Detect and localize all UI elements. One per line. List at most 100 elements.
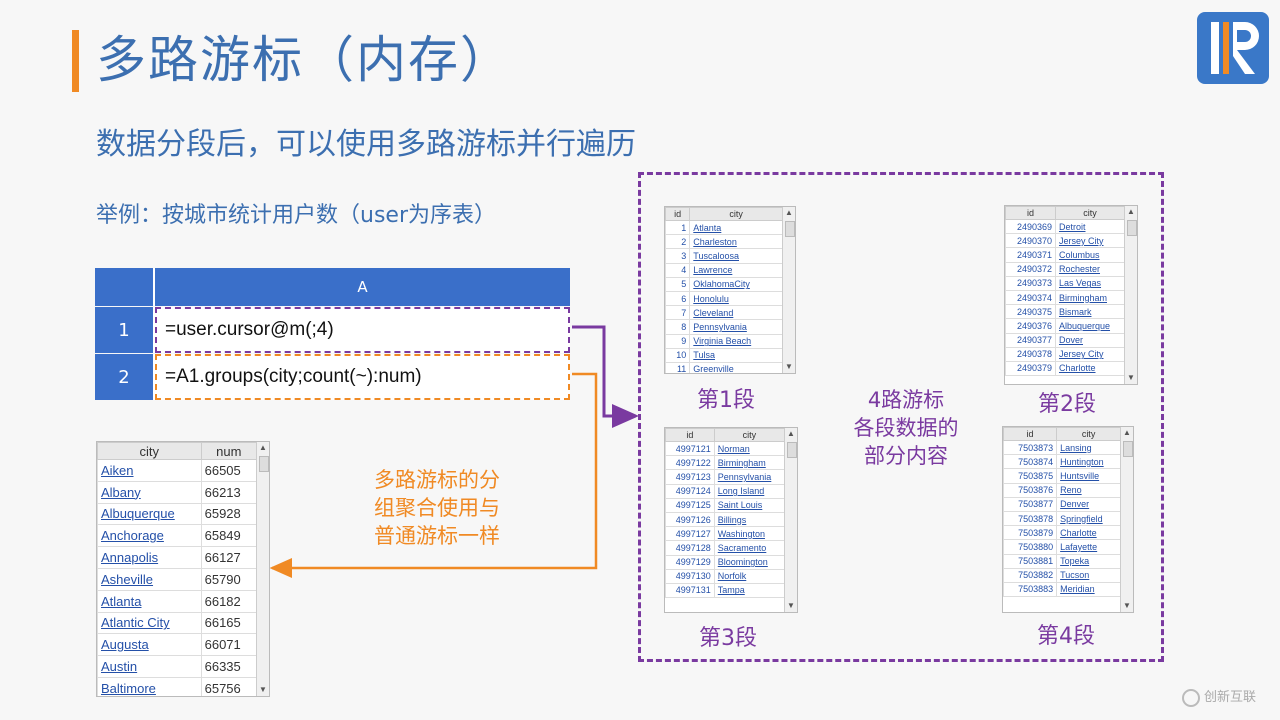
city-link[interactable]: Jersey City — [1054, 233, 1125, 249]
city-link[interactable]: Dover — [1054, 332, 1125, 348]
city-link[interactable]: Albuquerque — [97, 502, 202, 526]
city-link[interactable]: Aiken — [97, 459, 202, 482]
scrollbar[interactable]: ▲▼ — [1120, 427, 1133, 612]
city-link[interactable]: Huntington — [1056, 454, 1121, 470]
column-header[interactable]: city — [1054, 206, 1125, 220]
city-link[interactable]: Atlantic City — [97, 611, 202, 635]
city-link[interactable]: Billings — [713, 511, 785, 528]
city-link[interactable]: Baltimore — [97, 676, 202, 696]
scroll-up-icon[interactable]: ▲ — [259, 443, 267, 452]
column-header[interactable]: id — [665, 207, 691, 221]
city-link[interactable]: Rochester — [1054, 261, 1125, 277]
city-link[interactable]: Charlotte — [1056, 525, 1121, 541]
column-header[interactable]: id — [665, 428, 715, 442]
city-link[interactable]: Anchorage — [97, 524, 202, 548]
scrollbar[interactable]: ▲▼ — [1124, 206, 1137, 384]
scroll-up-icon[interactable]: ▲ — [785, 208, 793, 217]
city-link[interactable]: Jersey City — [1054, 346, 1125, 362]
city-link[interactable]: Augusta — [97, 633, 202, 657]
city-link[interactable]: Asheville — [97, 567, 202, 591]
city-link[interactable]: Albuquerque — [1054, 318, 1125, 334]
city-link[interactable]: Pennsylvania — [689, 319, 783, 335]
city-link[interactable]: Pennsylvania — [713, 469, 785, 485]
city-link[interactable]: Atlanta — [689, 219, 783, 236]
scroll-down-icon[interactable]: ▼ — [785, 362, 793, 371]
grid-corner[interactable] — [95, 268, 155, 306]
city-link[interactable]: Springfield — [1056, 510, 1121, 527]
column-header[interactable]: num — [200, 442, 257, 460]
scroll-up-icon[interactable]: ▲ — [1127, 207, 1135, 216]
city-link[interactable]: Sacramento — [713, 540, 785, 556]
city-link[interactable]: Las Vegas — [1054, 275, 1125, 291]
scroll-up-icon[interactable]: ▲ — [1123, 428, 1131, 437]
city-link[interactable]: Tampa — [713, 582, 785, 599]
city-link[interactable]: Cleveland — [689, 305, 783, 321]
city-link[interactable]: Birmingham — [713, 455, 785, 471]
column-header[interactable]: city — [1056, 427, 1121, 441]
grid-cell-a2[interactable]: =A1.groups(city;count(~):num) — [155, 354, 570, 400]
city-link[interactable]: Tuscaloosa — [689, 248, 783, 264]
column-header[interactable]: id — [1005, 206, 1056, 220]
city-link[interactable]: Albany — [97, 480, 202, 504]
scroll-up-icon[interactable]: ▲ — [787, 429, 795, 438]
city-link[interactable]: Honolulu — [689, 290, 783, 307]
city-link[interactable]: Washington — [713, 526, 785, 542]
city-link[interactable]: Virginia Beach — [689, 333, 783, 349]
city-link[interactable]: Huntsville — [1056, 468, 1121, 484]
city-link[interactable]: Bloomington — [713, 554, 785, 570]
scroll-thumb[interactable] — [785, 221, 795, 237]
scrollbar[interactable]: ▲▼ — [782, 207, 795, 373]
city-link[interactable]: Charleston — [689, 234, 783, 250]
scroll-thumb[interactable] — [1127, 220, 1137, 236]
city-link[interactable]: Tulsa — [689, 347, 783, 363]
city-link[interactable]: Austin — [97, 655, 202, 678]
scroll-down-icon[interactable]: ▼ — [259, 685, 267, 694]
grid-row-header-1[interactable]: 1 — [95, 307, 155, 353]
city-link[interactable]: Detroit — [1054, 218, 1125, 235]
column-header[interactable]: id — [1003, 427, 1058, 441]
city-link[interactable]: Saint Louis — [713, 497, 785, 513]
city-link[interactable]: Bismark — [1054, 304, 1125, 320]
scrollbar[interactable]: ▲▼ — [256, 442, 269, 696]
grid-column-header-a[interactable]: A — [155, 268, 570, 306]
